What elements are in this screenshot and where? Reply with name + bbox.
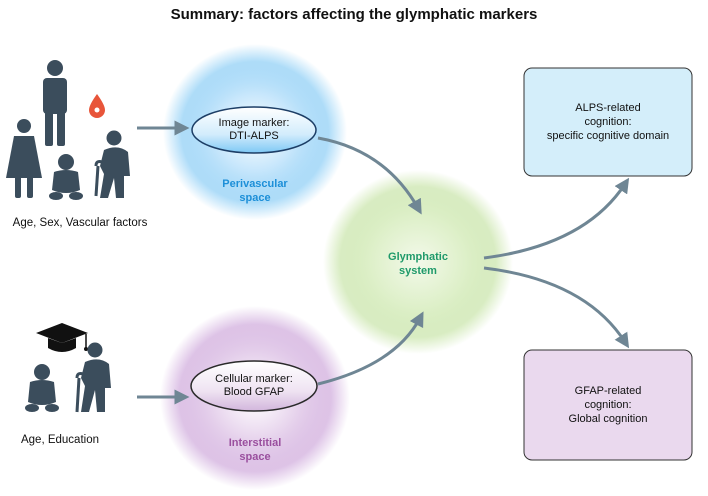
cellular-marker-line1: Cellular marker:: [215, 373, 293, 385]
people-group-top: [6, 60, 130, 200]
interstitial-label-line2: space: [239, 451, 271, 463]
gfap-cognition-box: GFAP-related cognition: Global cognition: [524, 350, 692, 460]
alps-box-line1: ALPS-related: [575, 102, 641, 114]
gfap-box-line1: GFAP-related: [574, 385, 642, 397]
glymphatic-glow: [323, 170, 513, 354]
blood-drop-highlight: [94, 107, 100, 113]
interstitial-label: Interstitial space: [195, 436, 315, 464]
alps-cognition-box: ALPS-related cognition: specific cogniti…: [524, 68, 692, 176]
image-marker-line1: Image marker:: [218, 117, 290, 129]
adult-woman-icon: [6, 119, 42, 198]
baby-icon: [25, 364, 59, 412]
alps-box-line3: specific cognitive domain: [546, 130, 670, 142]
graduation-cap-icon: [36, 323, 88, 352]
interstitial-label-line1: Interstitial: [228, 437, 282, 449]
arrow-perivascular-to-glymphatic: [317, 136, 422, 215]
elderly-with-cane-icon: [94, 130, 130, 198]
blood-drop-icon: [89, 94, 105, 118]
gfap-cognition-box-bg: [523, 349, 693, 461]
perivascular-label: Perivascular space: [195, 177, 315, 205]
left-bottom-caption: Age, Education: [20, 434, 99, 446]
alps-cognition-box-bg: [523, 67, 693, 177]
cellular-marker-label: Cellular marker: Blood GFAP: [191, 364, 317, 408]
dti-alps-oval: [191, 106, 317, 154]
image-marker-label: Image marker: DTI-ALPS: [192, 108, 316, 152]
perivascular-label-line1: Perivascular: [222, 178, 288, 190]
blood-gfap-oval: [190, 360, 318, 412]
alps-box-line2: cognition:: [584, 116, 632, 128]
left-top-caption: Age, Sex, Vascular factors: [12, 217, 148, 229]
gfap-box-line2: cognition:: [584, 399, 632, 411]
arrow-interstitial-to-glymphatic: [317, 311, 424, 386]
glymphatic-label: Glymphatic system: [358, 250, 478, 278]
people-group-bottom: [25, 323, 111, 413]
gfap-box-line3: Global cognition: [568, 413, 648, 425]
arrow-glymphatic-to-alps: [483, 177, 630, 260]
cellular-marker-line2: Blood GFAP: [223, 386, 285, 398]
baby-icon: [49, 154, 83, 200]
page-title: Summary: factors affecting the glymphati…: [170, 6, 538, 23]
adult-man-icon: [43, 60, 67, 146]
glymphatic-label-line1: Glymphatic: [388, 251, 448, 263]
elderly-with-cane-icon: [75, 342, 111, 413]
perivascular-label-line2: space: [239, 192, 271, 204]
image-marker-line2: DTI-ALPS: [229, 130, 279, 142]
arrow-glymphatic-to-gfap: [483, 266, 630, 349]
glymphatic-label-line2: system: [399, 265, 437, 277]
